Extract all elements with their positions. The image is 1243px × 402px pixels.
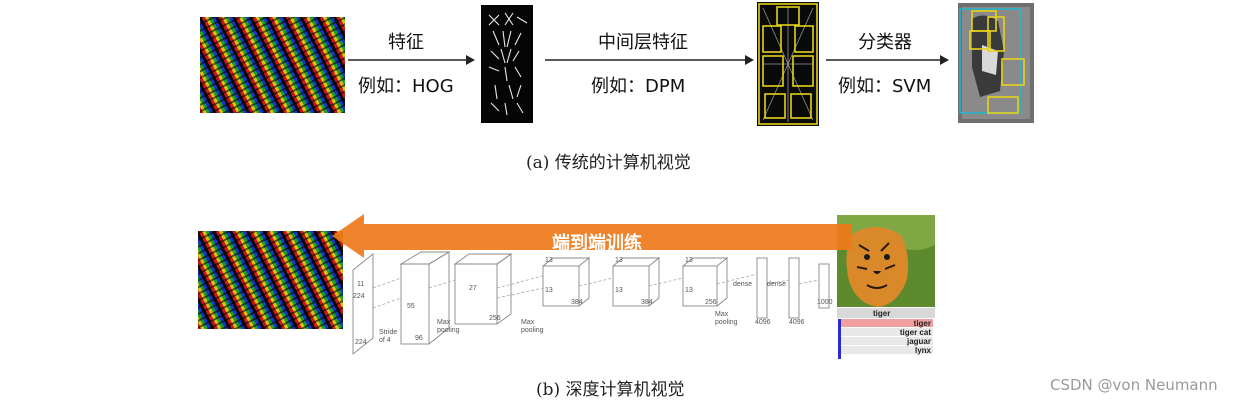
end-to-end-arrow xyxy=(332,214,852,258)
cnn-label-maxpool3b: pooling xyxy=(715,319,738,326)
tiger-classification-panel: tiger tiger tiger cat jaguar lynx xyxy=(837,215,935,359)
cnn-label-11: 11 xyxy=(357,281,364,288)
cnn-label-1000: 1000 xyxy=(817,299,833,306)
hog-feature-image xyxy=(481,5,533,123)
cnn-label-maxpool1b: pooling xyxy=(437,327,460,334)
cnn-label-13-2: 13 xyxy=(615,287,623,294)
stage3-example: 例如：SVM xyxy=(838,76,932,97)
stage2-example: 例如：DPM xyxy=(591,76,686,97)
tiger-class-1: tiger cat xyxy=(900,328,931,337)
cnn-label-4096b: 4096 xyxy=(789,319,805,326)
caption-deep-cv: (b) 深度计算机视觉 xyxy=(536,380,685,400)
cnn-label-224b: 224 xyxy=(355,339,367,346)
cnn-label-maxpool3: Max xyxy=(715,311,729,318)
cnn-label-13b: 13 xyxy=(615,257,623,264)
alexnet-diagram: 11 224 224 Stride of 4 55 96 Max pooling… xyxy=(352,251,833,355)
cnn-label-4096a: 4096 xyxy=(755,319,771,326)
cnn-label-of4: of 4 xyxy=(379,337,391,344)
end-to-end-label: 端到端训练 xyxy=(552,233,642,254)
dpm-feature-image xyxy=(757,2,819,126)
cnn-label-maxpool2b: pooling xyxy=(521,327,544,334)
cnn-label-dense2: dense xyxy=(767,281,786,288)
caption-traditional-cv: (a) 传统的计算机视觉 xyxy=(526,153,691,173)
cnn-label-13-3: 13 xyxy=(685,287,693,294)
cnn-label-224a: 224 xyxy=(353,293,365,300)
cnn-label-256b: 256 xyxy=(705,299,717,306)
stage1-example: 例如：HOG xyxy=(358,76,454,97)
arrow-2 xyxy=(545,55,754,65)
cnn-label-96: 96 xyxy=(415,335,423,342)
arrow-1 xyxy=(348,55,475,65)
csdn-watermark: CSDN @von Neumann xyxy=(1050,376,1218,394)
arrow-3 xyxy=(826,55,949,65)
tiger-panel-header: tiger xyxy=(873,309,890,318)
cnn-label-55: 55 xyxy=(407,303,415,310)
stage3-title: 分类器 xyxy=(858,32,912,53)
cnn-label-13-1: 13 xyxy=(545,287,553,294)
cnn-label-13c: 13 xyxy=(685,257,693,264)
cnn-label-maxpool1: Max xyxy=(437,319,451,326)
tiger-class-0: tiger xyxy=(914,319,931,328)
cnn-label-maxpool2: Max xyxy=(521,319,535,326)
tiger-class-3: lynx xyxy=(915,346,932,355)
input-image-top xyxy=(200,17,345,113)
cnn-label-27: 27 xyxy=(469,285,477,292)
cnn-label-13a: 13 xyxy=(545,257,553,264)
svm-detection-image xyxy=(958,3,1034,123)
cnn-label-dense1: dense xyxy=(733,281,752,288)
cnn-label-384a: 384 xyxy=(571,299,583,306)
cnn-label-256a: 256 xyxy=(489,315,501,322)
cnn-label-stride: Stride xyxy=(379,329,397,336)
tiger-class-2: jaguar xyxy=(906,337,931,346)
end-to-end-arrow-shape xyxy=(332,214,852,258)
stage1-title: 特征 xyxy=(388,32,424,53)
input-image-bottom xyxy=(198,231,343,329)
cnn-label-384b: 384 xyxy=(641,299,653,306)
stage2-title: 中间层特征 xyxy=(598,32,688,53)
